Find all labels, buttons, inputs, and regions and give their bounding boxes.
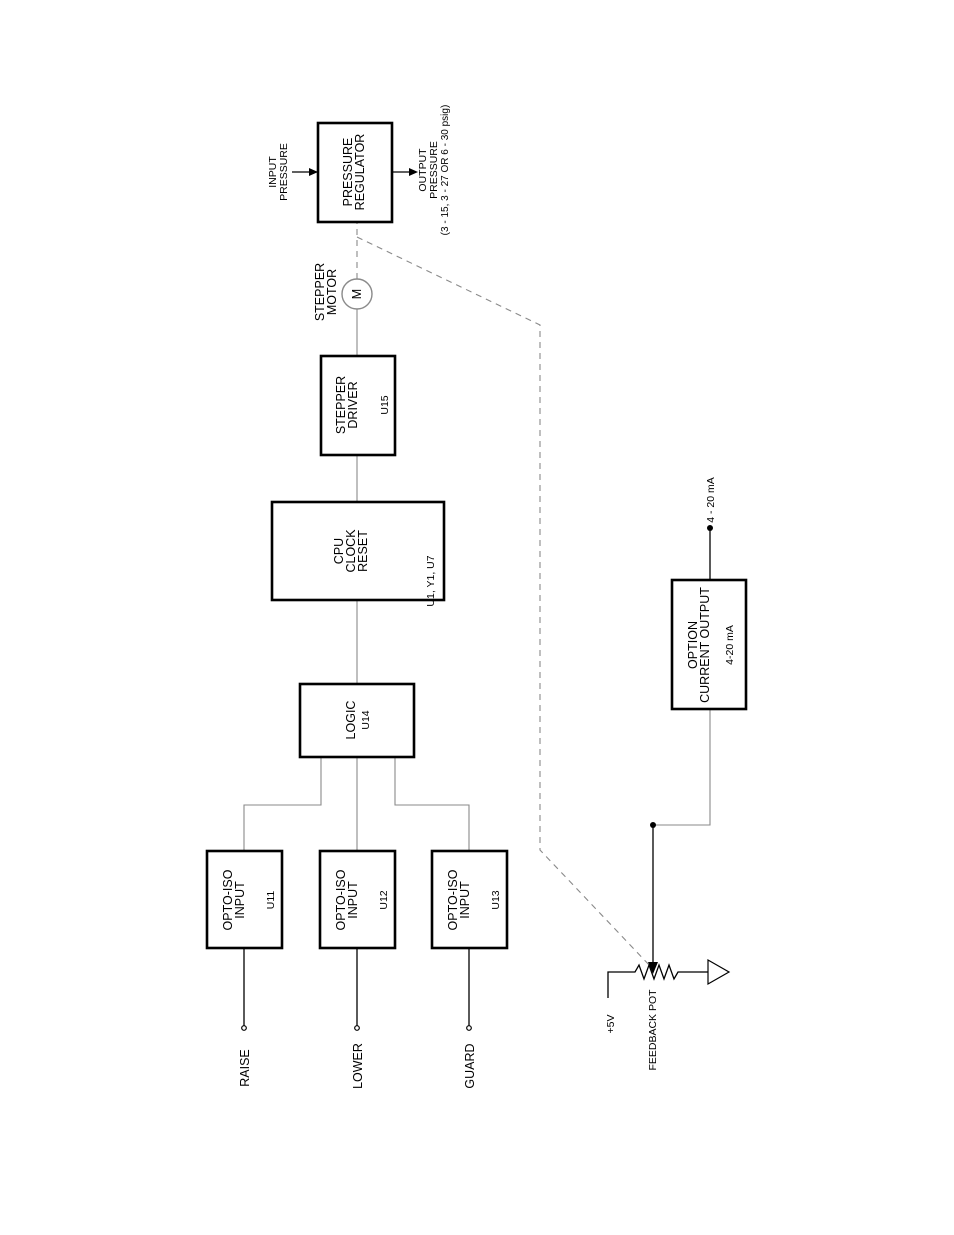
regulator-label-group: PRESSURE REGULATOR (341, 134, 367, 211)
svg-text:MOTOR: MOTOR (325, 269, 339, 315)
opto-lower-line2: INPUT (346, 881, 360, 919)
driver-ref: U15 (379, 395, 391, 414)
guard-label: GUARD (463, 1043, 477, 1088)
logic-line1: LOGIC (344, 701, 358, 740)
svg-text:PRESSURE: PRESSURE (428, 141, 440, 199)
logic-ref: U14 (360, 710, 372, 729)
junction-dot (650, 822, 656, 828)
lower-terminal (355, 1026, 360, 1031)
stepper-motor-label: STEPPER MOTOR (313, 263, 339, 321)
output-pressure-label: OUTPUT PRESSURE (3 - 15, 3 - 27 OR 6 - 3… (417, 105, 451, 236)
plus-5v-label: +5V (605, 1015, 617, 1034)
lower-label: LOWER (351, 1043, 365, 1089)
svg-text:PRESSURE: PRESSURE (278, 143, 290, 201)
opto-raise-ref: U11 (265, 891, 277, 910)
feedback-pot (608, 960, 729, 998)
regulator-line2: REGULATOR (353, 134, 367, 211)
cpu-line3: RESET (356, 530, 370, 572)
cpu-ref: U1, Y1, U7 (425, 555, 437, 606)
svg-text:(3 - 15, 3 - 27 OR 6 - 30 psig: (3 - 15, 3 - 27 OR 6 - 30 psig) (440, 105, 451, 236)
feedback-pot-label: FEEDBACK POT (647, 989, 659, 1071)
opto-guard-line2: INPUT (458, 881, 472, 919)
opto-raise-line2: INPUT (233, 881, 247, 919)
pot-to-option-wire (653, 709, 710, 825)
guard-terminal (467, 1026, 472, 1031)
current-output-label: 4 - 20 mA (705, 477, 717, 523)
raise-terminal (242, 1026, 247, 1031)
opto-guard-ref: U13 (490, 890, 502, 909)
opto-lower-ref: U12 (378, 890, 390, 909)
ground-symbol (708, 960, 729, 984)
input-pressure-label: INPUT PRESSURE (267, 143, 290, 201)
u11-to-logic-wire (244, 757, 321, 850)
motor-label: M (350, 289, 364, 299)
option-ref: 4-20 mA (724, 625, 736, 665)
output-terminal-dot (707, 525, 713, 531)
u13-to-logic-wire (395, 757, 469, 850)
raise-label: RAISE (238, 1049, 252, 1087)
driver-line2: DRIVER (346, 381, 360, 428)
option-line2: CURRENT OUTPUT (698, 587, 712, 703)
